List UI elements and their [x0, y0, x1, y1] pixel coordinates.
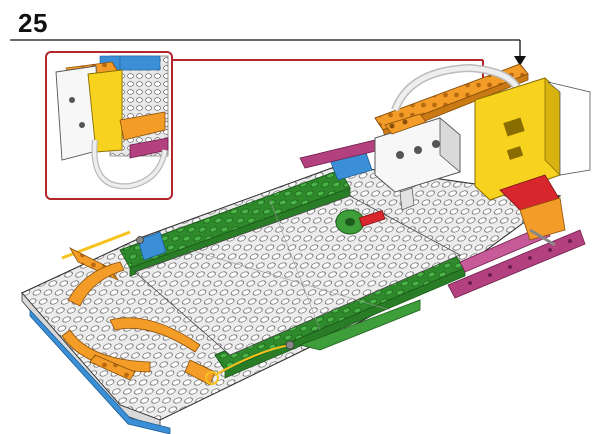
yellow-hub: [474, 77, 591, 201]
white-motor: [374, 113, 461, 211]
orange-track: [61, 230, 295, 386]
callout-box: [45, 51, 173, 200]
down-arrow-icon: [514, 56, 526, 66]
magenta-beams: [299, 139, 586, 299]
ribbon-cable: [391, 63, 524, 112]
step-header-line: [10, 39, 526, 66]
gear-assembly: [335, 209, 386, 235]
red-bracket: [499, 174, 566, 247]
inner-plate: [134, 195, 461, 356]
step-number: 25: [18, 8, 48, 38]
